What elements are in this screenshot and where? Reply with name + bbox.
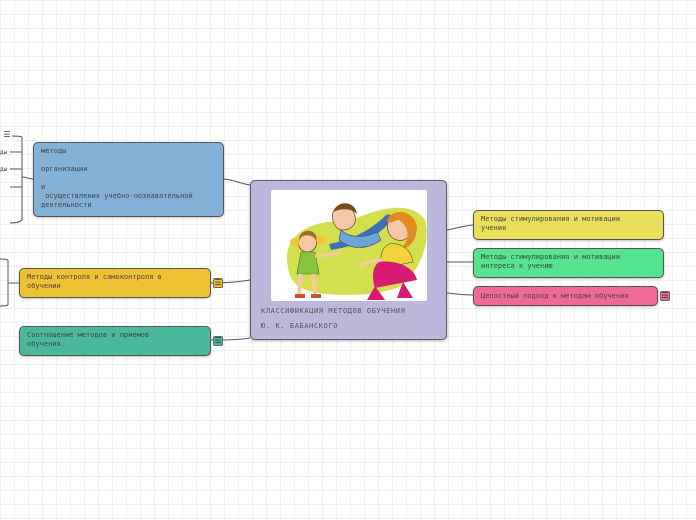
topic-control-methods[interactable]: Методы контроля и самоконтроля в обучени… [19, 268, 211, 298]
central-topic[interactable]: КЛАССИФИКАЦИЯ МЕТОДОВ ОБУЧЕНИЯ Ю. К. БАБ… [250, 180, 447, 340]
notes-icon[interactable]: ☰ [660, 291, 670, 301]
notes-icon[interactable]: ☰ [3, 130, 11, 139]
notes-icon[interactable]: ☰ [213, 278, 223, 288]
children-playing-image [271, 190, 427, 301]
topic-holistic-approach[interactable]: Целостный подход к методам обучения [473, 286, 658, 306]
notes-icon[interactable]: ☰ [213, 336, 223, 346]
topic-methods-and-techniques[interactable]: Соотношение методов и приемов обучения. [19, 326, 211, 356]
topic-organization-methods[interactable]: методы организации и осуществления учебн… [33, 142, 224, 217]
partial-label: ды [0, 149, 8, 156]
partial-label: ды [0, 166, 8, 173]
topic-stimulation-learning[interactable]: Методы стимулирования и мотивации учения [473, 210, 664, 240]
topic-stimulation-interest[interactable]: Методы стимулирования и мотивации интере… [473, 248, 664, 278]
central-title-line1: КЛАССИФИКАЦИЯ МЕТОДОВ ОБУЧЕНИЯ [261, 307, 406, 315]
central-title-line2: Ю. К. БАБАНСКОГО [261, 322, 339, 330]
